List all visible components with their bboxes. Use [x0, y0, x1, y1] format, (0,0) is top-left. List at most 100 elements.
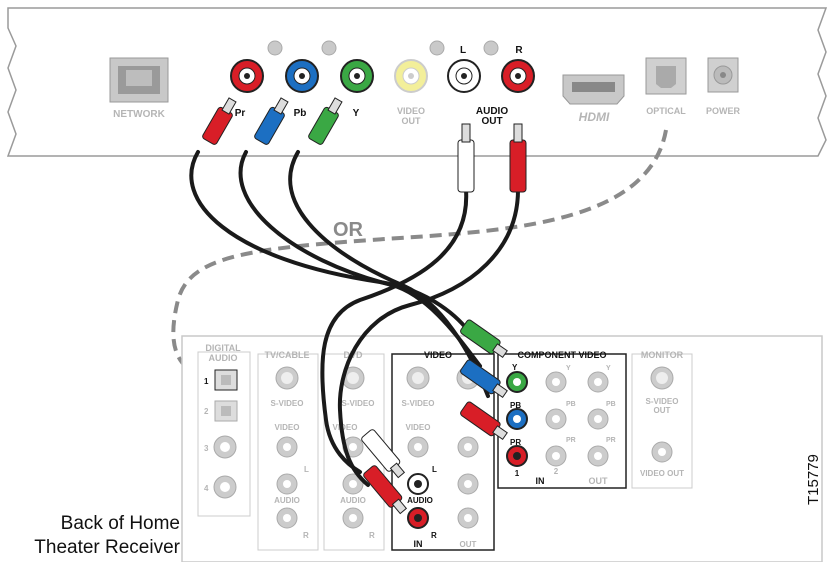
digital-number-3: 3	[204, 444, 209, 453]
plug-y-receiver	[460, 319, 508, 359]
tvcable-svideo-label: S-VIDEO	[271, 399, 304, 408]
comp-in2-pb-jack-icon	[545, 408, 567, 430]
tvcable-group	[257, 353, 319, 551]
digital-optical-1-icon	[214, 369, 238, 391]
video1-out-video-jack-icon	[457, 436, 479, 458]
monitor-label: MONITOR	[641, 350, 684, 360]
video1-svideo-label: S-VIDEO	[402, 399, 435, 408]
tvcable-audio-l-jack-icon	[276, 473, 298, 495]
plug-audio-r-stb	[509, 123, 527, 193]
dvd-video-label: VIDEO	[333, 423, 358, 432]
or-label: OR	[333, 219, 364, 241]
comp-in-label: IN	[536, 476, 545, 486]
comp-out-pb-jack-icon	[587, 408, 609, 430]
comp-in1-pr-jack-icon	[506, 445, 528, 467]
dvd-audio-r-jack-icon	[342, 507, 364, 529]
comp-in1-pb-jack-icon	[506, 408, 528, 430]
dvd-audio-l-jack-icon	[342, 473, 364, 495]
tvcable-audio-r-jack-icon	[276, 507, 298, 529]
cable-pr-top	[189, 150, 474, 338]
stb-jack-audio-r	[501, 59, 535, 93]
plug-audio-l-stb	[457, 123, 475, 193]
video1-out-audio-l-jack-icon	[457, 473, 479, 495]
monitor-video-out-label: VIDEO OUT	[640, 469, 684, 478]
audio-out-label-1: AUDIO	[476, 106, 508, 117]
optical-label: OPTICAL	[646, 106, 686, 116]
plug-pb-stb	[254, 97, 289, 145]
stb-jack-audio-l	[447, 59, 481, 93]
comp-2-label: 2	[554, 467, 559, 476]
dvd-svideo-label: S-VIDEO	[342, 399, 375, 408]
monitor-video-jack-icon	[651, 441, 673, 463]
video1-r-label: R	[431, 531, 437, 540]
tvcable-l-label: L	[304, 465, 309, 474]
video-out-label-2: OUT	[402, 116, 422, 126]
tvcable-label: TV/CABLE	[265, 350, 310, 360]
network-label: NETWORK	[113, 109, 165, 120]
video1-in-audio-l-jack-icon	[407, 473, 429, 495]
comp-pb-label: PB	[510, 401, 521, 410]
monitor-svideo-icon	[650, 366, 674, 390]
video1-in-label: IN	[414, 539, 423, 549]
dvd-svideo-icon	[341, 366, 365, 390]
power-label: POWER	[706, 106, 741, 116]
plug-audio-r-receiver	[363, 465, 408, 515]
audio-l-label: L	[460, 45, 466, 56]
tvcable-r-label: R	[303, 531, 309, 540]
comp-out-y-jack-icon	[587, 371, 609, 393]
optical-port-icon	[645, 57, 687, 95]
plug-pr-stb	[202, 97, 237, 145]
audio-out-label-2: OUT	[481, 116, 502, 127]
hdmi-port-icon	[562, 74, 625, 105]
cable-audio-l	[320, 188, 469, 474]
video1-in-audio-r-jack-icon	[407, 507, 429, 529]
dvd-audio-label: AUDIO	[340, 496, 366, 505]
comp-in2-y-jack-icon	[545, 371, 567, 393]
pr-label: Pr	[235, 108, 246, 119]
receiver-caption: Back of Home Theater Receiver	[0, 512, 180, 560]
video1-out-audio-r-jack-icon	[457, 507, 479, 529]
video1-audio-label: AUDIO	[407, 496, 433, 505]
comp-out-y-label: Y	[606, 365, 611, 372]
comp-in1-y-jack-icon	[506, 371, 528, 393]
comp2-pr-label: PR	[566, 437, 576, 444]
video1-l-label: L	[432, 465, 437, 474]
figure-code: T15779	[805, 454, 822, 505]
digital-number-1: 1	[204, 377, 209, 386]
comp-in2-pr-jack-icon	[545, 445, 567, 467]
video-out-label-1: VIDEO	[397, 106, 425, 116]
digital-audio-label-1: DIGITAL	[205, 343, 241, 353]
screw-icons	[267, 40, 499, 56]
video1-label: VIDEO	[424, 350, 452, 360]
digital-number-2: 2	[204, 407, 209, 416]
digital-coax-3-icon	[213, 435, 237, 459]
digital-audio-label-2: AUDIO	[209, 353, 238, 363]
comp-1-label: 1	[515, 469, 520, 478]
tvcable-audio-label: AUDIO	[274, 496, 300, 505]
tvcable-video-jack-icon	[276, 436, 298, 458]
cables	[189, 150, 520, 487]
stb-jack-pr	[230, 59, 264, 93]
digital-optical-2-icon	[214, 400, 238, 422]
caption-line-2: Theater Receiver	[34, 537, 180, 558]
digital-coax-4-icon	[213, 475, 237, 499]
comp-out-label: OUT	[589, 476, 609, 486]
video1-video-label: VIDEO	[406, 423, 431, 432]
network-port-icon	[109, 57, 169, 103]
component-video-label: COMPONENT VIDEO	[517, 350, 606, 360]
power-port-icon	[707, 57, 739, 93]
plug-pr-receiver	[460, 401, 508, 441]
cable-y-top	[288, 150, 490, 398]
video1-out-label: OUT	[460, 540, 477, 549]
monitor-group	[631, 353, 693, 489]
comp-out-pr-jack-icon	[587, 445, 609, 467]
stb-jack-y	[340, 59, 374, 93]
cable-pb-top	[238, 150, 482, 368]
plug-audio-l-receiver	[361, 429, 406, 479]
tvcable-svideo-icon	[275, 366, 299, 390]
comp-out-pr-label: PR	[606, 437, 616, 444]
comp-out-pb-label: PB	[606, 401, 616, 408]
y-label: Y	[353, 108, 360, 119]
